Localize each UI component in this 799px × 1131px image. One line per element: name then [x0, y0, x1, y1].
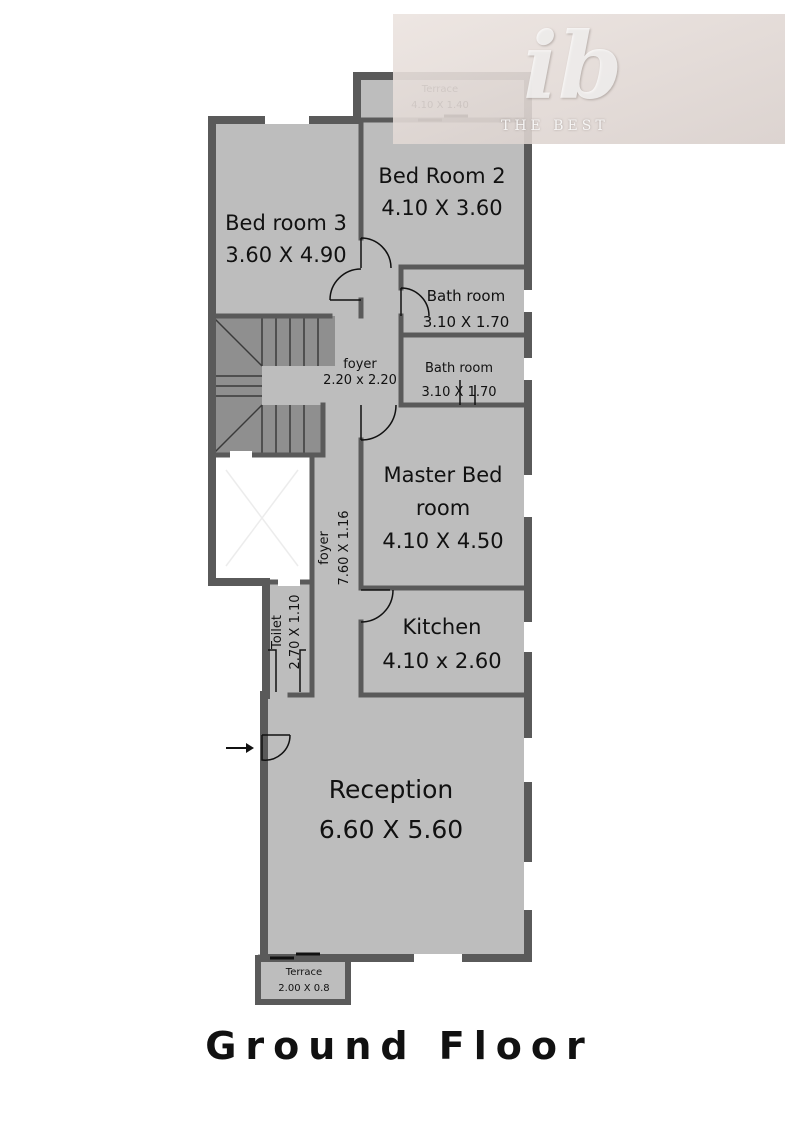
walls — [208, 72, 532, 1005]
label-master-bed-name: Master Bed — [383, 463, 502, 487]
swing-doors — [261, 237, 476, 761]
label-terrace-top-size: 4.10 X 1.40 — [411, 100, 469, 111]
door-entrance — [261, 734, 291, 761]
floor-toilet — [266, 582, 312, 695]
label-toilet-name: Toilet — [270, 615, 285, 650]
label-bath-1-name: Bath room — [427, 287, 505, 305]
stair-diagonal — [211, 404, 263, 456]
label-foyer-upper-size: 2.20 x 2.20 — [323, 373, 397, 388]
room-labels: Terrace 4.10 X 1.40 Bed Room 2 4.10 X 3.… — [225, 84, 509, 994]
window — [524, 358, 532, 380]
floor-title: Ground Floor — [205, 1024, 594, 1068]
floor-bath-2 — [401, 335, 528, 405]
window — [414, 954, 462, 962]
terrace-bottom-wall — [255, 955, 351, 1005]
door-kitchen — [360, 589, 394, 623]
stairs-lower-flight — [212, 405, 323, 455]
window — [524, 290, 532, 312]
label-terrace-bottom-name: Terrace — [285, 967, 322, 978]
label-toilet-size: 2.70 X 1.10 — [288, 594, 303, 669]
floor-bath-1 — [401, 267, 528, 335]
window — [524, 475, 532, 517]
floor-reception — [264, 695, 528, 954]
floor-kitchen — [361, 588, 528, 695]
label-foyer-upper-name: foyer — [343, 357, 377, 372]
label-master-bed-size: 4.10 X 4.50 — [382, 529, 503, 553]
door-bath1 — [400, 287, 430, 317]
label-terrace-bottom-size: 2.00 X 0.8 — [278, 983, 329, 994]
label-bath-2-size: 3.10 X 1.70 — [421, 385, 496, 400]
floor-stair-landing — [262, 366, 401, 405]
label-reception-size: 6.60 X 5.60 — [319, 815, 463, 844]
label-bed-room-3-name: Bed room 3 — [225, 211, 347, 235]
label-master-bed-name2: room — [416, 496, 470, 520]
floor-areas — [212, 76, 528, 1002]
label-bed-room-2-size: 4.10 X 3.60 — [381, 196, 502, 220]
door-bath2 — [459, 380, 476, 405]
door-bed3 — [329, 268, 362, 301]
floor-terrace-top — [357, 76, 528, 120]
label-bed-room-2-name: Bed Room 2 — [378, 164, 505, 188]
window — [524, 862, 532, 910]
door-bed2 — [360, 237, 392, 269]
floor-master-bed — [361, 405, 528, 588]
label-foyer-corridor-name: foyer — [317, 531, 332, 565]
window — [524, 738, 532, 782]
label-reception-name: Reception — [329, 775, 454, 804]
window — [278, 578, 300, 586]
label-bath-1-size: 3.10 X 1.70 — [423, 313, 510, 331]
stairs-upper-flight — [212, 316, 335, 366]
label-bed-room-3-size: 3.60 X 4.90 — [225, 243, 346, 267]
staircase — [211, 315, 335, 456]
window — [230, 451, 252, 459]
label-kitchen-size: 4.10 x 2.60 — [382, 649, 501, 673]
window — [524, 622, 532, 652]
door-toilet — [268, 649, 306, 692]
label-terrace-top-name: Terrace — [421, 84, 458, 95]
windows — [230, 116, 532, 962]
door-master — [360, 404, 397, 441]
window — [265, 116, 309, 124]
label-bath-2-name: Bath room — [425, 361, 493, 376]
label-foyer-corridor-size: 7.60 X 1.16 — [337, 510, 352, 585]
void-shaft — [212, 455, 312, 581]
stair-diagonal — [211, 315, 263, 367]
label-kitchen-name: Kitchen — [403, 615, 482, 639]
floor-bed-room-2 — [361, 120, 528, 267]
entrance-arrow-icon — [226, 743, 254, 753]
